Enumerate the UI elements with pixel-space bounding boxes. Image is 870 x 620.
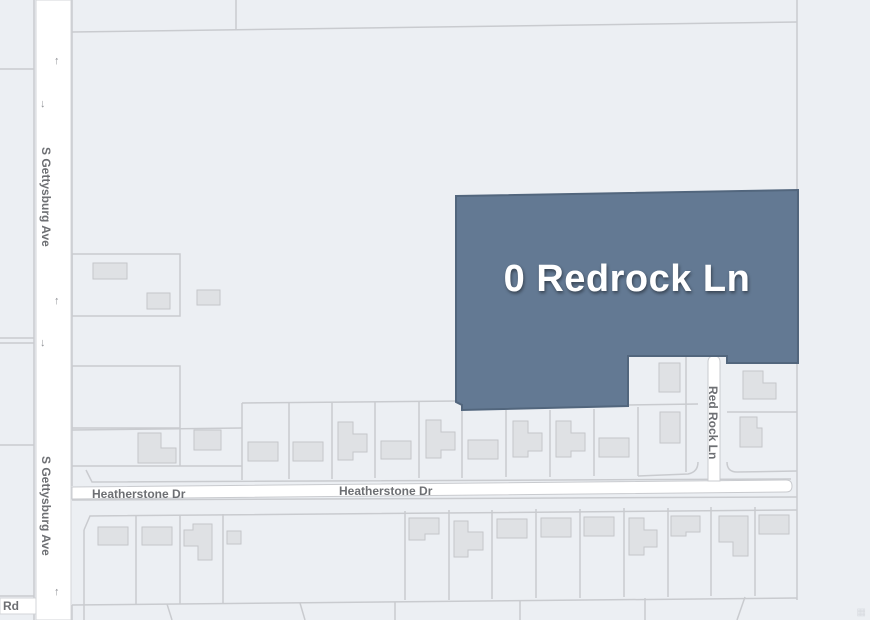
- arrow-up-icon: ↑: [54, 295, 60, 307]
- arrow-up-icon: ↑: [54, 586, 60, 598]
- street-label-heatherstone-dr: Heatherstone Dr: [92, 487, 186, 501]
- lot-lines: [0, 0, 798, 620]
- parcel-address-label: 0 Redrock Ln: [503, 258, 751, 300]
- street-label-s-gettysburg-ave: S Gettysburg Ave: [39, 456, 53, 556]
- arrow-up-icon: ↑: [54, 55, 60, 67]
- street-label-red-rock-ln: Red Rock Ln: [706, 386, 720, 460]
- street-label-rd: Rd: [3, 599, 19, 613]
- street-label-s-gettysburg-ave: S Gettysburg Ave: [39, 147, 53, 247]
- arrow-down-icon: ↓: [40, 337, 46, 349]
- highlighted-parcel-shape[interactable]: [455, 188, 799, 412]
- map-attribution-watermark: ▦: [856, 607, 866, 618]
- roads: [0, 0, 793, 620]
- street-label-heatherstone-dr: Heatherstone Dr: [339, 484, 433, 498]
- arrow-down-icon: ↓: [40, 98, 46, 110]
- buildings: [92, 262, 790, 561]
